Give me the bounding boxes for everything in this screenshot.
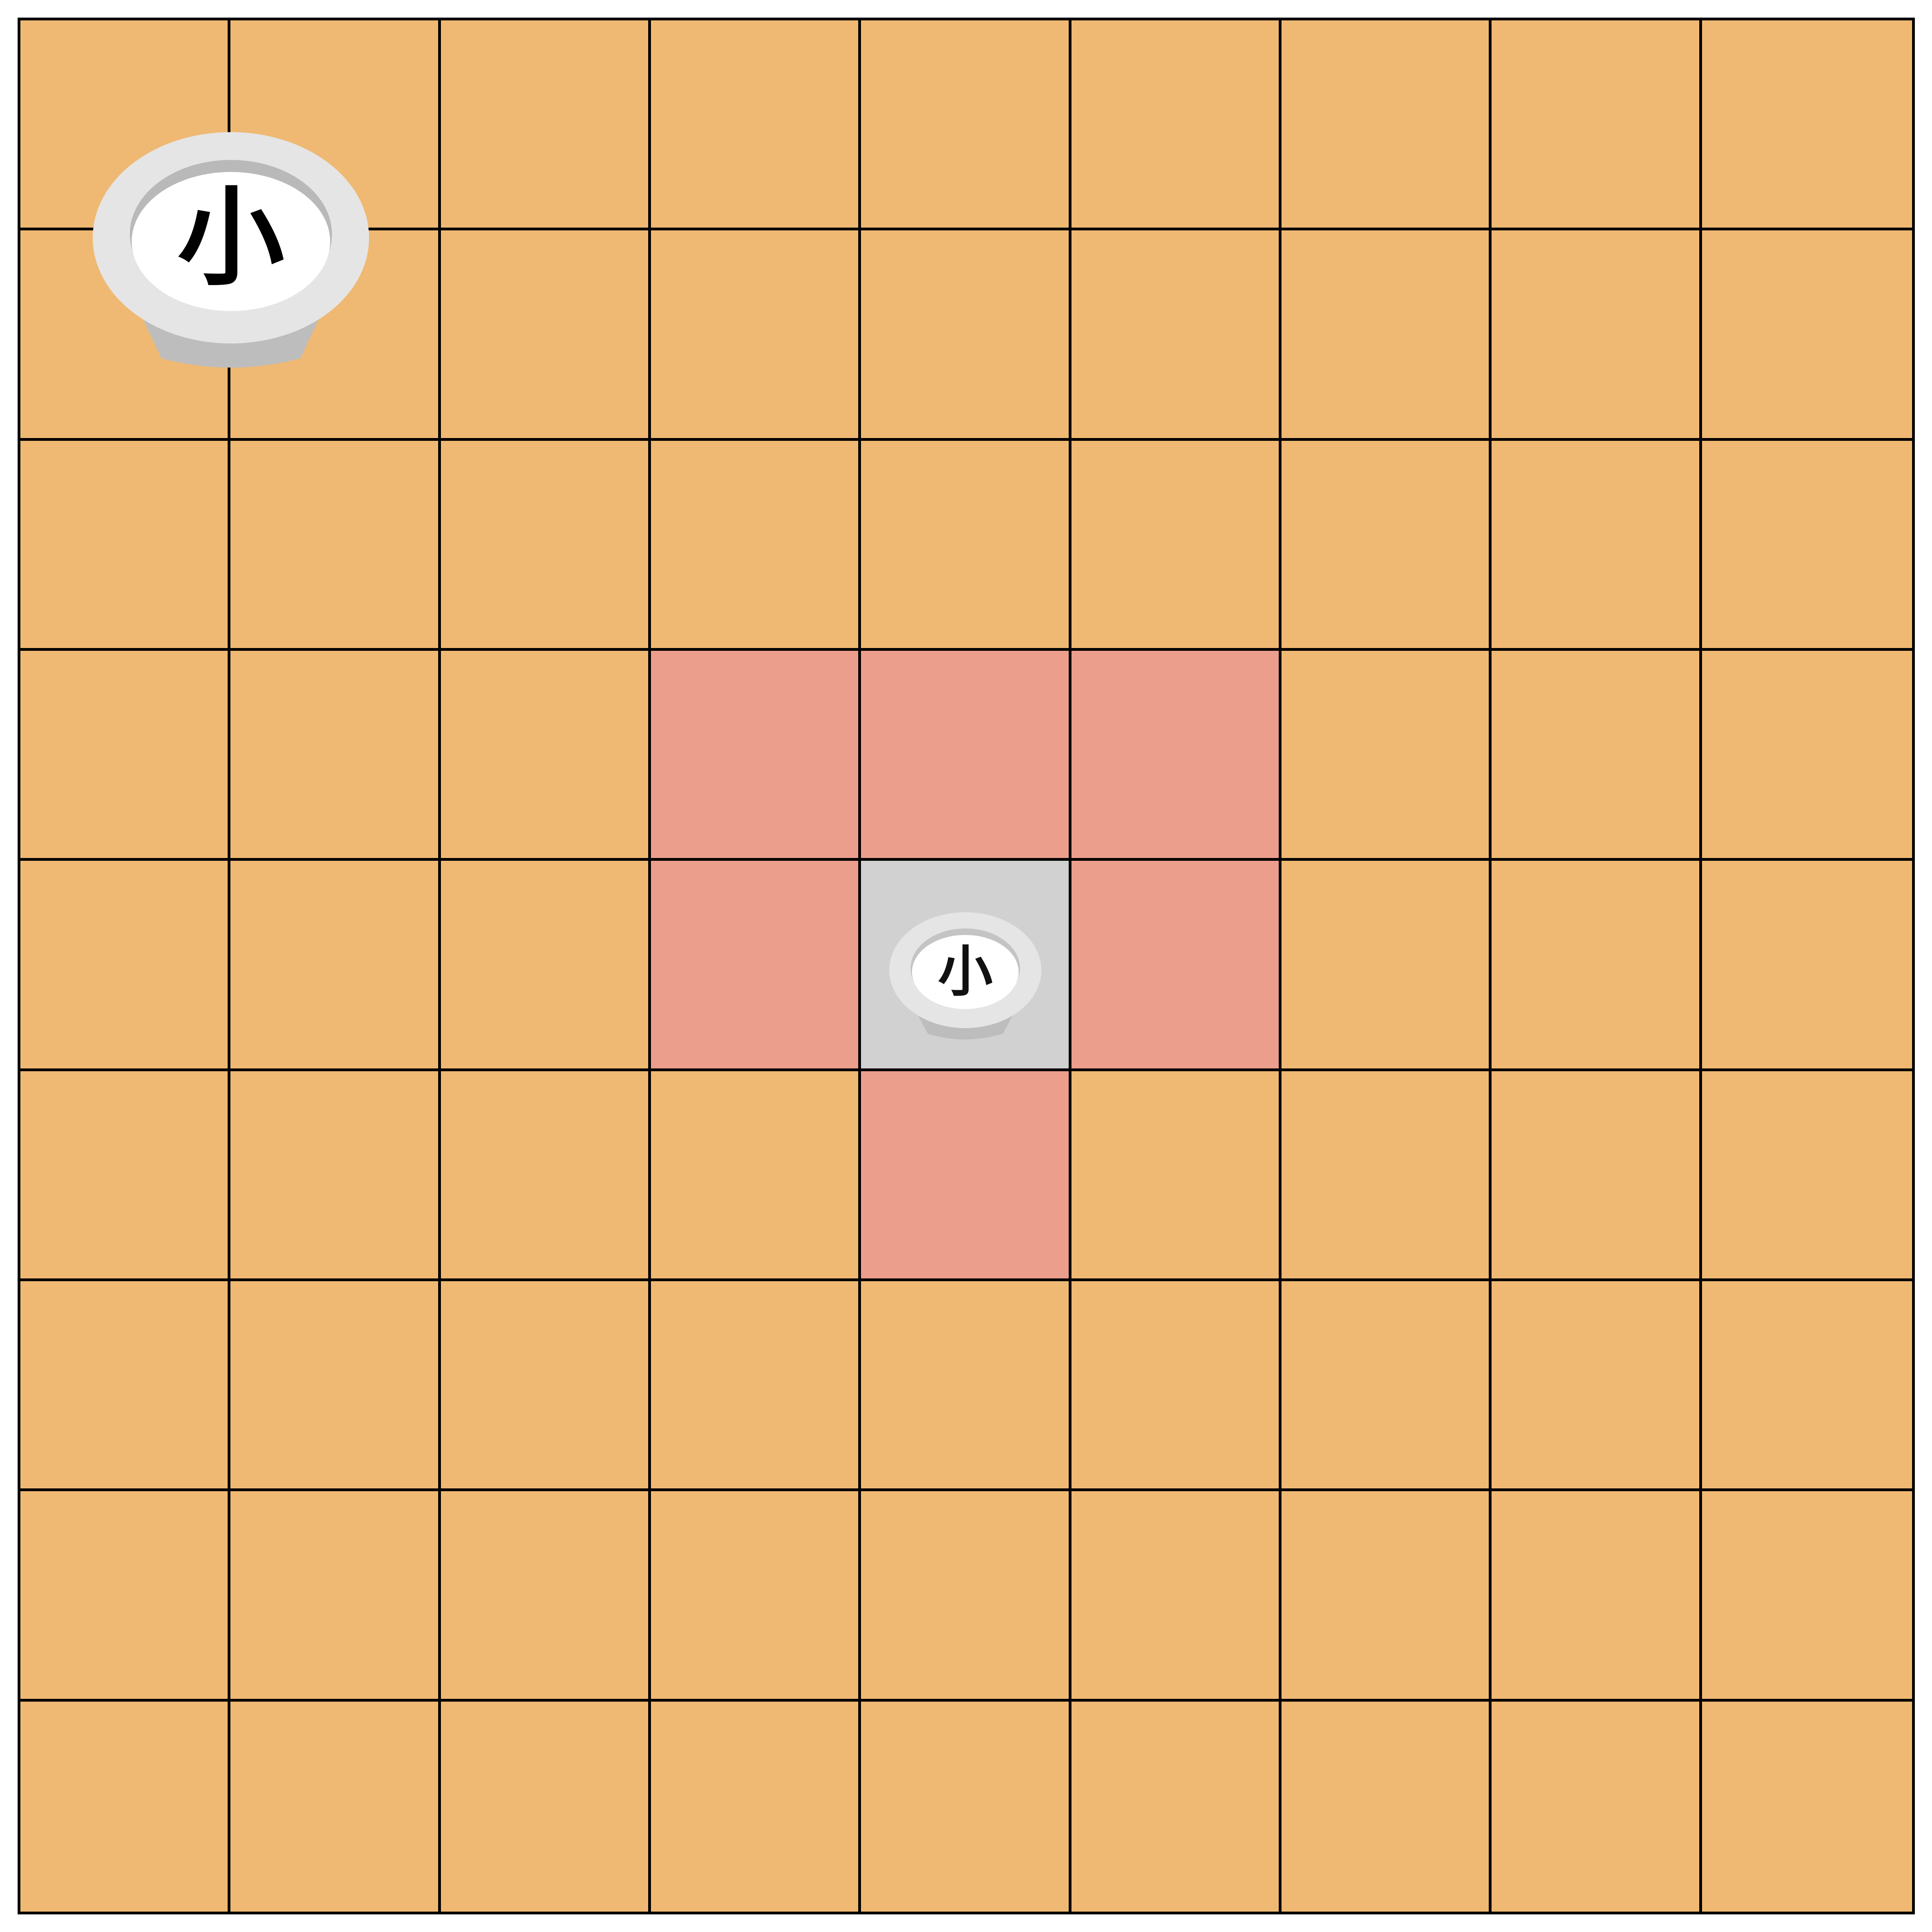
board-square[interactable] bbox=[20, 1491, 231, 1702]
board-square[interactable] bbox=[1702, 1491, 1912, 1702]
board-square[interactable] bbox=[651, 1281, 861, 1492]
move-target-square[interactable] bbox=[861, 1071, 1071, 1281]
board-square[interactable] bbox=[440, 861, 651, 1071]
board-square[interactable] bbox=[1282, 861, 1492, 1071]
board-square[interactable] bbox=[1492, 861, 1702, 1071]
board-square[interactable] bbox=[1282, 230, 1492, 441]
board-square[interactable] bbox=[1492, 20, 1702, 231]
board-square[interactable] bbox=[1071, 230, 1282, 441]
board-square[interactable] bbox=[861, 230, 1071, 441]
board-square[interactable] bbox=[440, 440, 651, 651]
board-square[interactable] bbox=[230, 1491, 441, 1702]
piece-icon: 小 bbox=[93, 132, 369, 368]
board-square[interactable] bbox=[1282, 440, 1492, 651]
board-square[interactable] bbox=[230, 651, 441, 861]
move-target-square[interactable] bbox=[1071, 651, 1282, 861]
board-square[interactable] bbox=[651, 20, 861, 231]
board-square[interactable] bbox=[1702, 651, 1912, 861]
board-square[interactable] bbox=[861, 1701, 1071, 1912]
board-square[interactable] bbox=[1071, 440, 1282, 651]
board-square[interactable] bbox=[1282, 651, 1492, 861]
board-square[interactable] bbox=[861, 20, 1071, 231]
board-square[interactable] bbox=[1492, 651, 1702, 861]
board-square[interactable] bbox=[1702, 230, 1912, 441]
board-square[interactable] bbox=[1702, 20, 1912, 231]
board-square[interactable] bbox=[1492, 1071, 1702, 1281]
move-target-square[interactable] bbox=[861, 651, 1071, 861]
move-target-square[interactable] bbox=[1071, 861, 1282, 1071]
board-square[interactable] bbox=[651, 1491, 861, 1702]
board-square[interactable] bbox=[1492, 1701, 1702, 1912]
board-square[interactable] bbox=[651, 440, 861, 651]
move-target-square[interactable] bbox=[651, 651, 861, 861]
board-square[interactable] bbox=[1071, 20, 1282, 231]
board-square[interactable] bbox=[1282, 20, 1492, 231]
board-square[interactable] bbox=[1702, 1281, 1912, 1492]
board-square[interactable] bbox=[1702, 1701, 1912, 1912]
board-square[interactable] bbox=[1282, 1701, 1492, 1912]
board-square[interactable] bbox=[20, 1071, 231, 1281]
piece-large-label: 小 bbox=[178, 175, 284, 300]
board-square[interactable] bbox=[1071, 1281, 1282, 1492]
board-square[interactable] bbox=[440, 1071, 651, 1281]
game-board bbox=[18, 18, 1915, 1914]
board-square[interactable] bbox=[230, 1701, 441, 1912]
board-square[interactable] bbox=[1071, 1701, 1282, 1912]
board-square[interactable] bbox=[651, 1071, 861, 1281]
board-square[interactable] bbox=[1492, 1491, 1702, 1702]
board-square[interactable] bbox=[1071, 1491, 1282, 1702]
board-square[interactable] bbox=[861, 1491, 1071, 1702]
board-square[interactable] bbox=[1492, 440, 1702, 651]
board-square[interactable] bbox=[1492, 1281, 1702, 1492]
board-square[interactable] bbox=[1492, 230, 1702, 441]
move-target-square[interactable] bbox=[651, 861, 861, 1071]
board-square[interactable] bbox=[651, 1701, 861, 1912]
board-square[interactable] bbox=[1702, 440, 1912, 651]
board-square[interactable] bbox=[1282, 1071, 1492, 1281]
board-square[interactable] bbox=[1282, 1491, 1492, 1702]
board-square[interactable] bbox=[861, 440, 1071, 651]
board-square[interactable] bbox=[1702, 861, 1912, 1071]
board-square[interactable] bbox=[230, 861, 441, 1071]
board-square[interactable] bbox=[20, 651, 231, 861]
board-square[interactable] bbox=[20, 1701, 231, 1912]
piece-selected[interactable]: 小 bbox=[888, 911, 1042, 1042]
board-square[interactable] bbox=[440, 20, 651, 231]
board-square[interactable] bbox=[1071, 1071, 1282, 1281]
board-square[interactable] bbox=[1282, 1281, 1492, 1492]
board-square[interactable] bbox=[20, 861, 231, 1071]
board-square[interactable] bbox=[861, 1281, 1071, 1492]
board-square[interactable] bbox=[440, 651, 651, 861]
board-square[interactable] bbox=[440, 1281, 651, 1492]
piece-selected-label: 小 bbox=[938, 939, 993, 1004]
board-square[interactable] bbox=[230, 440, 441, 651]
board-square[interactable] bbox=[440, 1701, 651, 1912]
piece-large[interactable]: 小 bbox=[92, 131, 370, 370]
board-square[interactable] bbox=[230, 1071, 441, 1281]
board-square[interactable] bbox=[20, 440, 231, 651]
board-square[interactable] bbox=[230, 1281, 441, 1492]
board-square[interactable] bbox=[1702, 1071, 1912, 1281]
board-square[interactable] bbox=[20, 1281, 231, 1492]
piece-icon: 小 bbox=[889, 912, 1041, 1040]
board-square[interactable] bbox=[651, 230, 861, 441]
board-square[interactable] bbox=[440, 1491, 651, 1702]
board-square[interactable] bbox=[440, 230, 651, 441]
